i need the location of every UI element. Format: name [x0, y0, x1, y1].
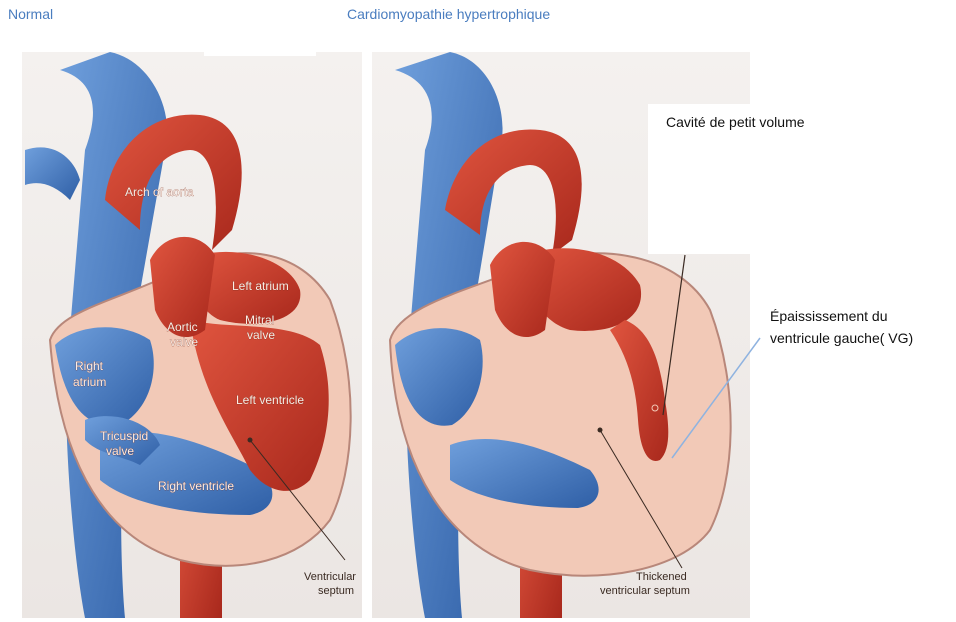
hcm-septum-dot [598, 428, 603, 433]
label-aortic-valve-1: Aortic [167, 320, 198, 334]
label-thickened-1: Thickened [636, 571, 687, 583]
label-tricuspid-valve-2: valve [106, 444, 134, 458]
label-right-atrium-2: atrium [73, 375, 106, 389]
lv-thickening-annotation-line2: ventricule gauche( VG) [770, 328, 913, 348]
normal-septum-dot [248, 438, 253, 443]
label-right-atrium-1: Right [75, 359, 104, 373]
label-arch-of-aorta: Arch of aorta [125, 185, 194, 199]
label-ventricular-septum-1: Ventricular [304, 571, 356, 583]
lv-thickening-annotation-line1: Épaississement du [770, 306, 888, 326]
label-aortic-valve-2: valve [170, 335, 198, 349]
label-right-ventricle: Right ventricle [158, 479, 234, 493]
normal-heart: Arch of aorta Left atrium Aortic valve M… [22, 52, 362, 618]
label-left-atrium: Left atrium [232, 279, 289, 293]
label-mitral-valve-2: valve [247, 328, 275, 342]
top-mask [204, 6, 316, 56]
small-cavity-annotation: Cavité de petit volume [666, 112, 805, 132]
label-mitral-valve-1: Mitral [245, 313, 274, 327]
label-thickened-2: ventricular septum [600, 585, 690, 597]
label-ventricular-septum-2: septum [318, 585, 354, 597]
label-left-ventricle: Left ventricle [236, 393, 304, 407]
label-tricuspid-valve-1: Tricuspid [100, 429, 148, 443]
